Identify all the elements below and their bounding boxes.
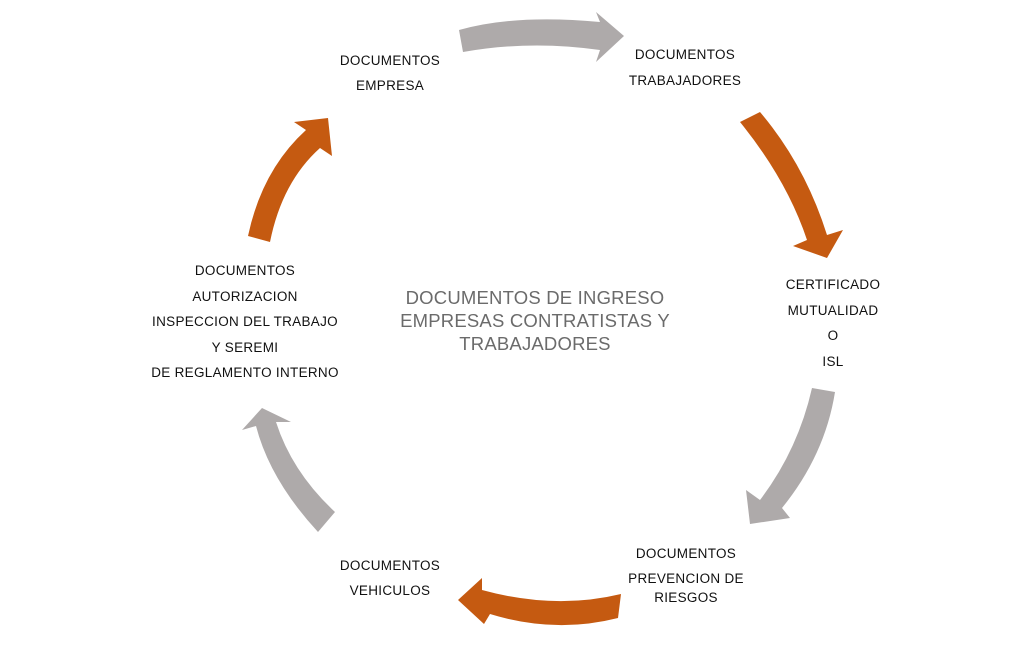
node-label-line: DOCUMENTOS bbox=[634, 47, 736, 62]
node-label-line: DOCUMENTOS bbox=[339, 53, 441, 68]
diagram-title-line-3: TRABAJADORES bbox=[459, 333, 611, 354]
node-label-line: INSPECCION DEL TRABAJO bbox=[152, 314, 338, 329]
node-label-line: VEHICULOS bbox=[349, 583, 431, 598]
arrow-prevencion-to-vehiculos bbox=[458, 578, 621, 626]
node-label-line: DOCUMENTOS bbox=[339, 558, 441, 573]
arrow-trabajadores-to-certificado bbox=[740, 112, 843, 258]
node-documentos-trabajadores: DOCUMENTOS TRABAJADORES bbox=[610, 42, 760, 94]
node-certificado-mutualidad-isl: CERTIFICADO MUTUALIDAD O ISL bbox=[768, 272, 898, 374]
node-label-line: DOCUMENTOS bbox=[635, 546, 737, 561]
node-label-line: CERTIFICADO bbox=[785, 277, 881, 292]
node-label-line: AUTORIZACION bbox=[192, 288, 298, 304]
node-label-line: O bbox=[827, 328, 839, 343]
node-label-line: DE REGLAMENTO INTERNO bbox=[151, 365, 339, 380]
diagram-title-line-1: DOCUMENTOS DE INGRESO bbox=[405, 287, 665, 308]
node-documentos-autorizacion: DOCUMENTOS AUTORIZACION INSPECCION DEL T… bbox=[140, 258, 350, 386]
arrow-vehiculos-to-autorizacion bbox=[242, 408, 335, 532]
diagram-title-line-2: EMPRESAS CONTRATISTAS Y bbox=[400, 310, 670, 331]
node-label-line: RIESGOS bbox=[654, 590, 718, 605]
node-label-line: EMPRESA bbox=[355, 78, 425, 93]
node-label-line: MUTUALIDAD bbox=[787, 302, 879, 318]
diagram-title: DOCUMENTOS DE INGRESO EMPRESAS CONTRATIS… bbox=[385, 286, 685, 355]
node-label-line: PREVENCION DE bbox=[628, 571, 744, 586]
node-label-line: TRABAJADORES bbox=[628, 73, 742, 88]
node-documentos-vehiculos: DOCUMENTOS VEHICULOS bbox=[320, 553, 460, 603]
node-label-line: Y SEREMI bbox=[211, 339, 279, 355]
arrow-certificado-to-prevencion bbox=[746, 388, 835, 524]
arrow-empresa-to-trabajadores bbox=[459, 12, 624, 62]
node-documentos-empresa: DOCUMENTOS EMPRESA bbox=[320, 48, 460, 98]
node-documentos-prevencion-riesgos: DOCUMENTOS PREVENCION DE RIESGOS bbox=[606, 544, 766, 607]
arrow-autorizacion-to-empresa bbox=[248, 118, 332, 242]
node-label-line: DOCUMENTOS bbox=[194, 263, 296, 278]
node-label-line: ISL bbox=[822, 353, 844, 369]
